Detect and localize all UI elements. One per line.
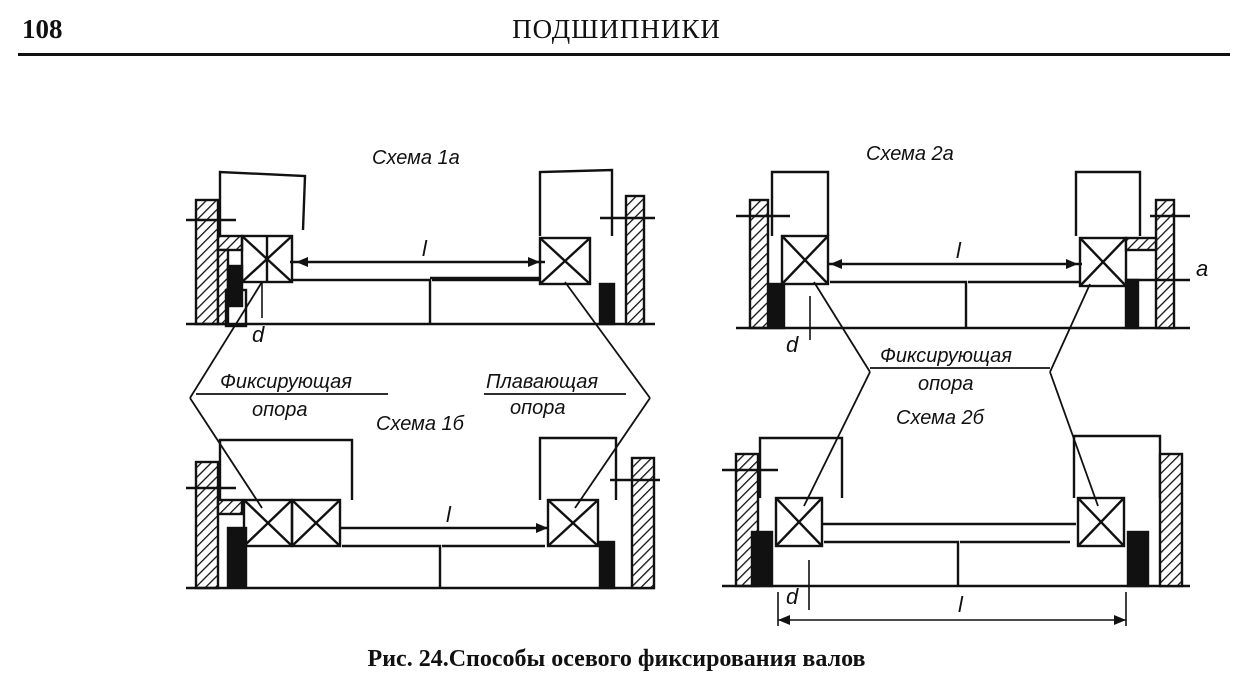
fixing-support-label-1: Фиксирующая <box>220 371 352 393</box>
dimension-d-2b: d <box>786 584 799 609</box>
scheme-2b-drawing <box>722 434 1190 588</box>
dimension-l-2a: l <box>956 238 962 263</box>
dimension-a-2a: a <box>1196 256 1208 281</box>
floating-support-sublabel: опора <box>510 397 566 419</box>
figure-caption: Рис. 24.Способы осевого фиксирования вал… <box>367 646 866 672</box>
scheme-2a-drawing <box>736 170 1190 330</box>
running-title: ПОДШИПНИКИ <box>512 14 721 44</box>
scheme-1b-label: Схема 1б <box>376 413 465 435</box>
scheme-2a-label: Схема 2а <box>866 143 954 165</box>
dimension-arrowheads <box>296 257 1126 625</box>
bearing-schemes-figure: Схема 1а Схема 2а Схема 1б Схема 2б Фикс… <box>186 143 1208 626</box>
scheme-1a-drawing <box>186 168 655 328</box>
scheme-1-leader-lines <box>189 281 651 509</box>
scheme-2b-label: Схема 2б <box>896 407 985 429</box>
dimension-d-2a: d <box>786 332 799 357</box>
dimension-d-1a: d <box>252 322 265 347</box>
dimension-l-1a: l <box>422 236 428 261</box>
dimension-lines <box>261 261 1127 626</box>
page-number: 108 <box>22 14 63 44</box>
fixing-support-sublabel-1: опора <box>252 399 308 421</box>
scheme-1b-drawing <box>186 436 660 590</box>
dimension-l-2b: l <box>958 592 964 617</box>
dimension-l-1b: l <box>446 502 452 527</box>
fixing-support-sublabel-2: опора <box>918 373 974 395</box>
header-rule <box>18 53 1230 56</box>
scheme-2-leader-lines <box>803 281 1099 507</box>
fixing-support-label-2: Фиксирующая <box>880 345 1012 367</box>
scheme-1a-label: Схема 1а <box>372 147 460 169</box>
floating-support-label: Плавающая <box>486 371 598 393</box>
